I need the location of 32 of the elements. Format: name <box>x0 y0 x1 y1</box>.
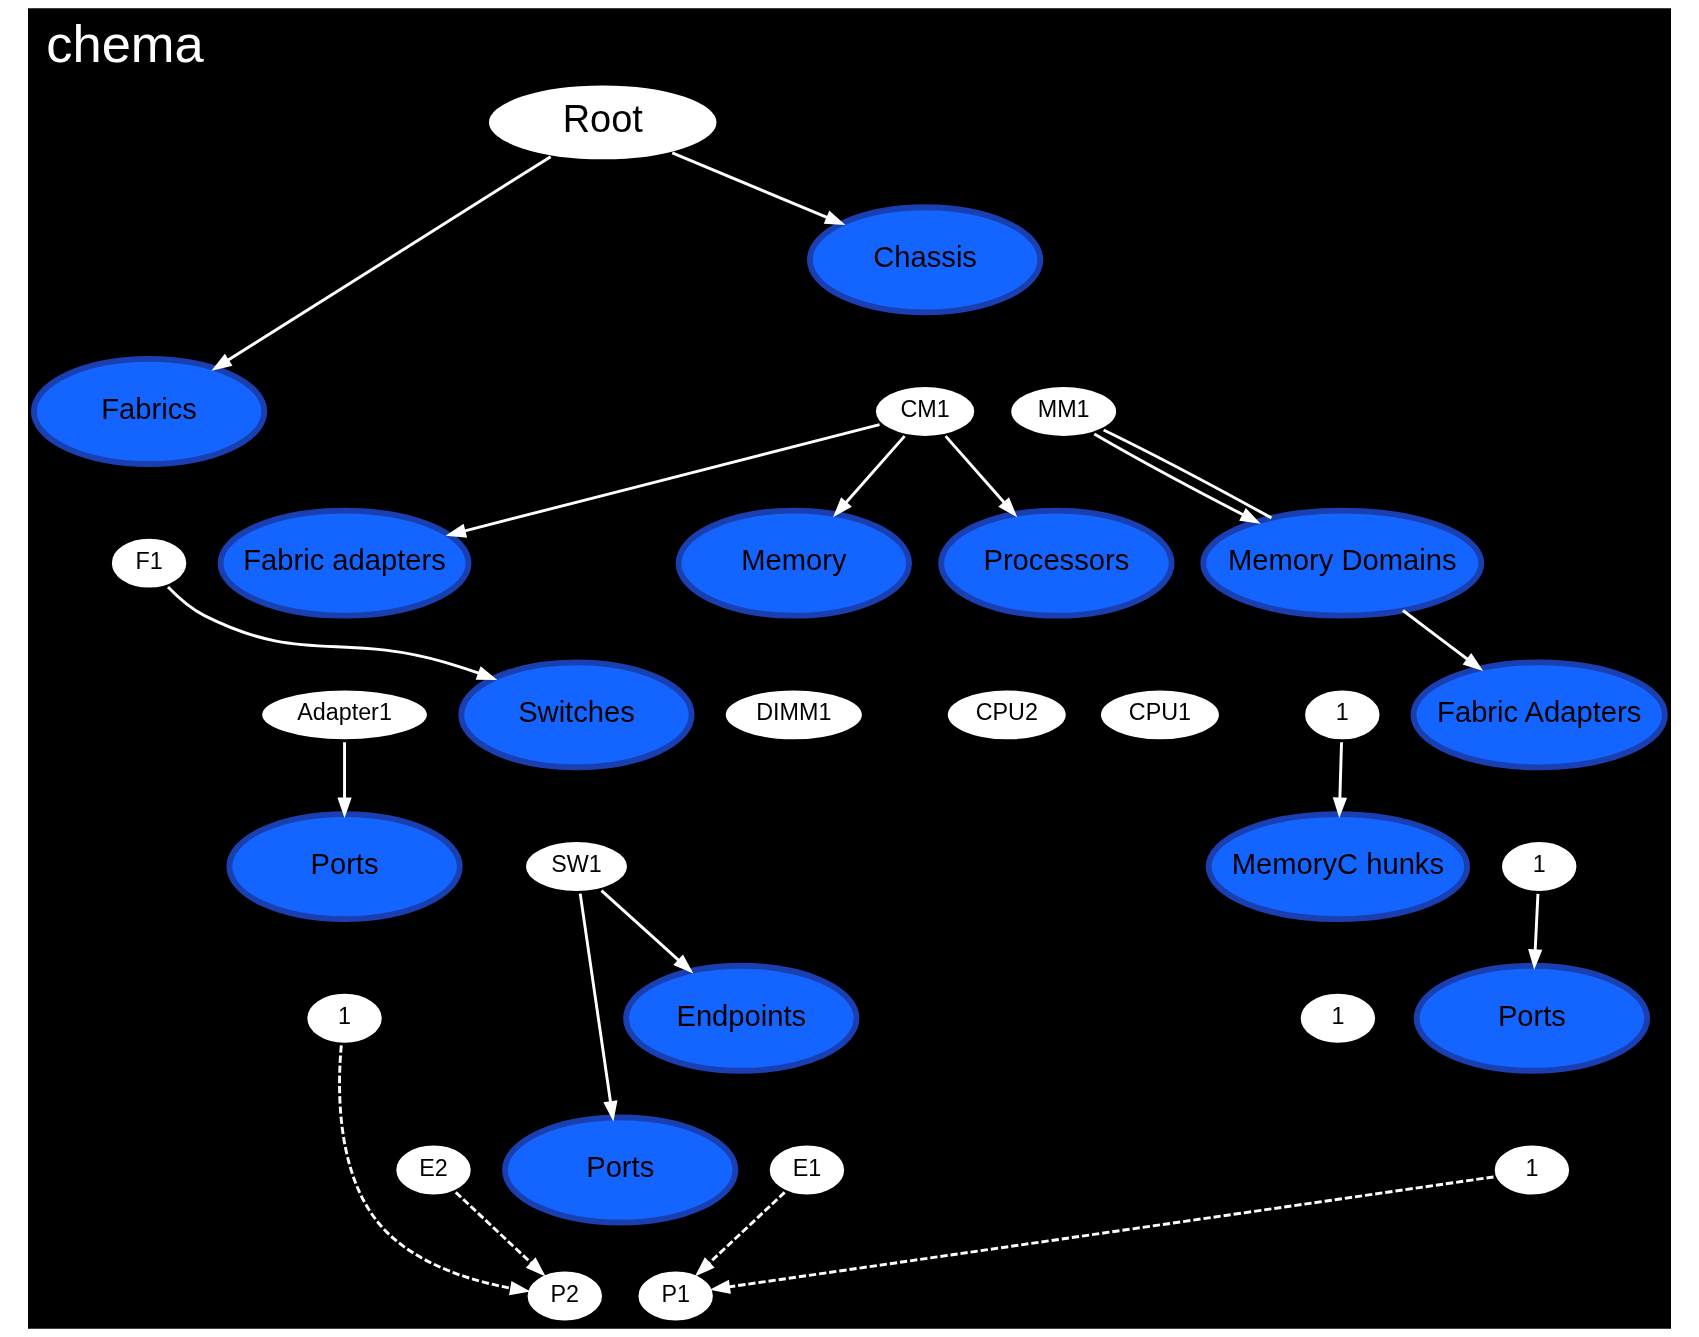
arrow <box>1402 609 1484 672</box>
arrow <box>166 586 498 680</box>
arrow <box>454 1191 546 1277</box>
arrow <box>211 155 552 371</box>
arrow <box>338 1045 531 1296</box>
arrow <box>1528 893 1543 970</box>
node-ellipse: Processors <box>938 507 1175 619</box>
node-ellipse: Switches <box>458 659 695 771</box>
node-ellipse: Fabrics <box>30 356 268 467</box>
node-ellipse: Endpoints <box>623 962 860 1074</box>
arrow <box>1332 742 1348 819</box>
node-ellipse: Ports <box>226 811 463 922</box>
node-ellipse: Chassis <box>806 204 1044 316</box>
node-ellipse: Memory <box>675 507 912 619</box>
node-ellipse: MemoryC hunks <box>1205 811 1471 922</box>
arrow <box>944 435 1018 518</box>
arrow <box>1093 432 1261 524</box>
arrow <box>694 1191 786 1277</box>
arrow <box>600 889 694 974</box>
arrow <box>445 423 880 538</box>
arrow <box>709 1175 1494 1294</box>
node-ellipse: Fabric Adapters <box>1410 659 1668 771</box>
arrow <box>671 151 846 226</box>
arrow <box>832 435 906 518</box>
node-ellipse: Root <box>486 82 720 163</box>
diagram-title: chema <box>46 14 204 74</box>
node-ellipse: Fabric adapters <box>217 507 472 619</box>
arrow <box>337 742 352 819</box>
arrow <box>578 893 618 1122</box>
connector <box>1103 428 1273 520</box>
node-ellipse: Ports <box>1413 962 1651 1074</box>
node-ellipse: Ports <box>502 1114 739 1226</box>
